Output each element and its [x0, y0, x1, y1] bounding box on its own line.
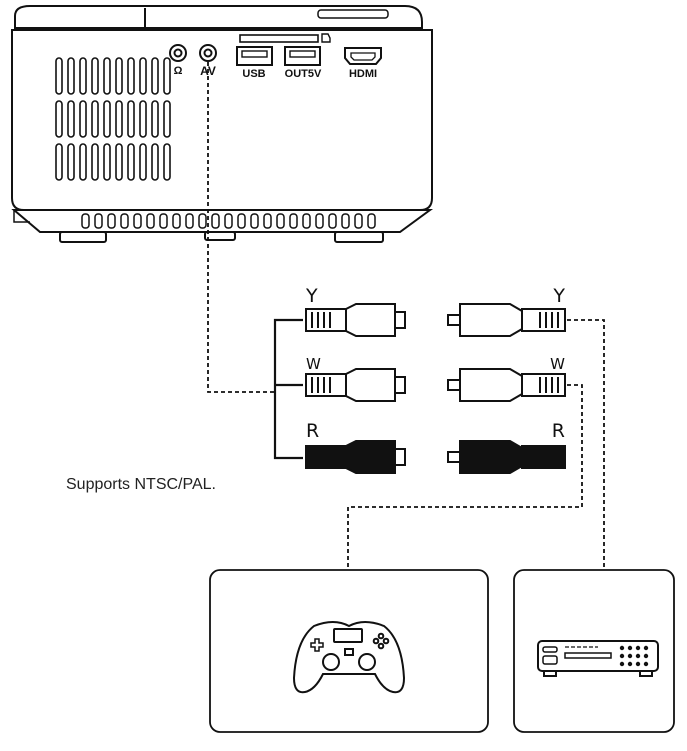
headphone-jack [169, 44, 187, 62]
left-plug-w [305, 368, 406, 402]
right-plug-w [447, 368, 566, 402]
vent-grille [55, 57, 171, 181]
hdmi-port [344, 47, 382, 65]
sd-card-slot [239, 34, 319, 43]
hdmi-port-label: HDMI [349, 68, 377, 80]
headphone-port-label: Ω [174, 65, 183, 77]
av-jack [199, 44, 217, 62]
bottom-vent [81, 213, 376, 229]
right-label-r: R [552, 420, 565, 442]
dvd-player-icon [537, 640, 659, 677]
right-label-w: W [550, 355, 565, 373]
format-note: Supports NTSC/PAL. [66, 476, 216, 493]
out5v-port-label: OUT5V [285, 68, 322, 80]
connection-lines [207, 62, 605, 570]
left-plug-y [305, 303, 406, 337]
out5v-port [284, 46, 321, 66]
right-plug-r [447, 440, 566, 474]
right-label-y: Y [552, 285, 565, 307]
projector [11, 5, 434, 243]
dvd-player-box [513, 569, 675, 733]
right-plug-y [447, 303, 566, 337]
left-label-y: Y [305, 285, 318, 307]
gamepad-box [209, 569, 489, 733]
left-label-r: R [306, 420, 319, 442]
usb-port-label: USB [242, 68, 265, 80]
left-plug-r [305, 440, 406, 474]
left-label-w: W [306, 355, 321, 373]
usb-port [236, 46, 273, 66]
gamepad-icon [292, 621, 406, 694]
